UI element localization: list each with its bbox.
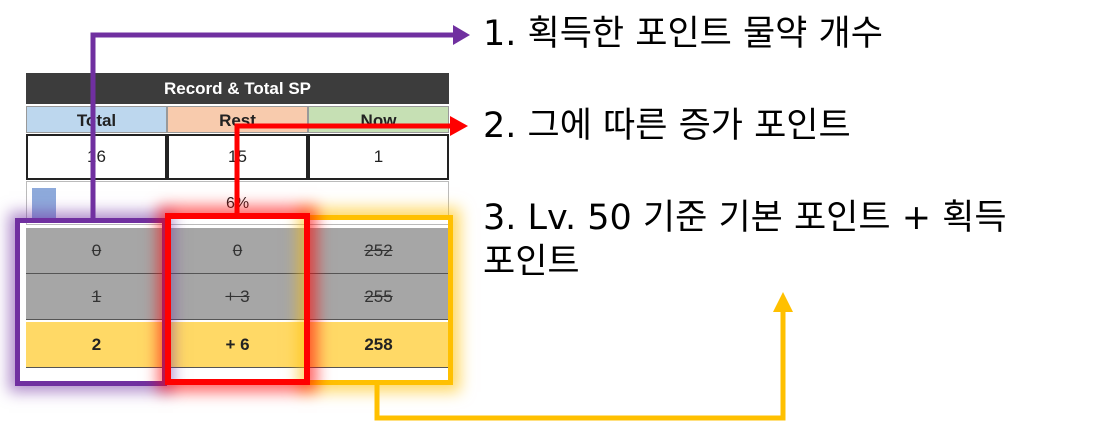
table-row: 2 + 6 258 <box>26 322 449 368</box>
total-column-highlight <box>15 218 167 386</box>
row-total: 1 <box>26 274 167 320</box>
row-now: 255 <box>308 274 449 320</box>
row-total: 0 <box>26 228 167 274</box>
header-total: Total <box>26 106 167 133</box>
value-now: 1 <box>308 134 449 180</box>
table-row: 0 0 252 <box>26 228 449 274</box>
gold-connector-line <box>374 310 786 421</box>
annotation-one: 1. 획득한 포인트 물약 개수 <box>483 14 883 54</box>
row-rest: + 6 <box>167 322 308 368</box>
row-now: 252 <box>308 228 449 274</box>
purple-arrowhead <box>453 25 470 45</box>
value-total: 16 <box>26 134 167 180</box>
progress-fill <box>32 188 56 220</box>
purple-connector-line <box>90 32 455 218</box>
row-rest: 0 <box>167 228 308 274</box>
annotation-three-continued: 포인트 <box>483 242 580 282</box>
gold-arrowhead <box>773 292 793 312</box>
red-arrowhead <box>450 116 468 136</box>
row-total: 2 <box>26 322 167 368</box>
annotation-three: 3. Lv. 50 기준 기본 포인트 + 획득 <box>483 198 1007 238</box>
rest-column-highlight <box>165 213 310 385</box>
table-row: 1 + 3 255 <box>26 274 449 320</box>
table-title: Record & Total SP <box>26 73 449 104</box>
red-connector-line <box>234 123 452 213</box>
row-now: 258 <box>308 322 449 368</box>
annotation-two: 2. 그에 따른 증가 포인트 <box>483 106 851 146</box>
row-rest: + 3 <box>167 274 308 320</box>
